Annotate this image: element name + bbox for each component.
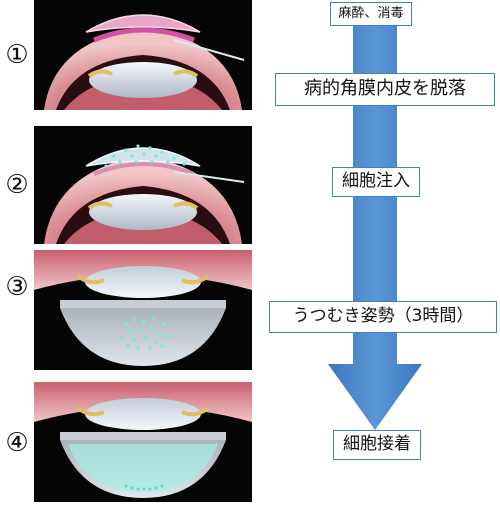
eye-illustration-step-4 [34, 382, 252, 502]
step-label-cell-adhesion: 細胞接着 [333, 430, 421, 460]
eye-illustration-step-2 [34, 126, 252, 244]
step-number-2: ② [5, 170, 29, 200]
step-label-cell-injection: 細胞注入 [332, 167, 420, 197]
step-number-4: ④ [5, 428, 29, 458]
eye-illustration-step-1 [34, 0, 252, 110]
step-number-3: ③ [5, 272, 29, 302]
step-label-remove-endothelium: 病的角膜内皮を脱落 [275, 73, 495, 106]
step-label-face-down-posture: うつむき姿勢（3時間） [269, 301, 497, 333]
step-number-1: ① [5, 40, 29, 70]
process-flow-arrow [328, 14, 422, 430]
step-label-anesthesia: 麻酔、消毒 [330, 2, 412, 26]
eye-illustration-step-3 [34, 250, 252, 370]
